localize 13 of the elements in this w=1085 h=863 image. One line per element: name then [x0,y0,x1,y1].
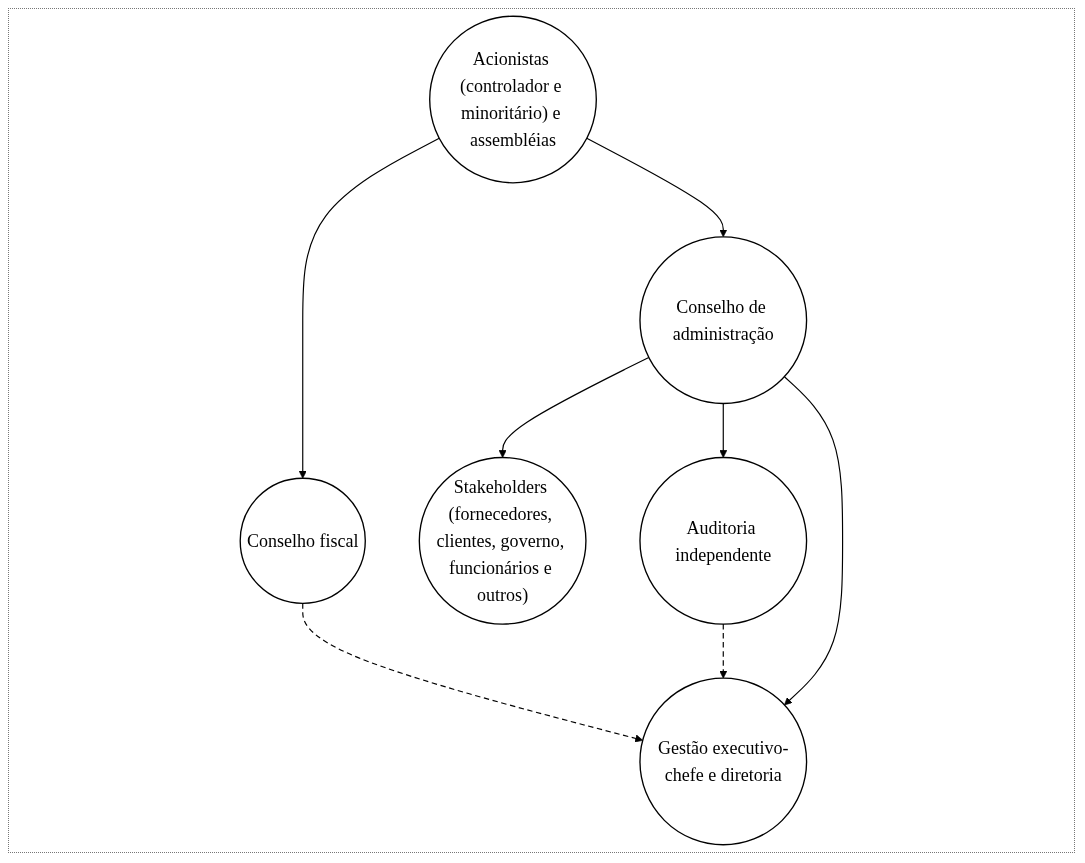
arrow [302,602,644,743]
arrow [298,137,440,479]
arrow [719,402,728,458]
arrow [586,137,728,238]
arrow [498,356,650,458]
node-circle: Stakeholders (fornecedores, clientes, governo, funcionários e outros) [418,456,587,625]
node-circle: Conselho fiscal [239,477,367,605]
node-circle: Auditoria independente [639,456,808,625]
arrow [783,376,844,706]
node-circle: Conselho de administração [639,236,808,405]
node-circle: Gestão executivo-chefe e diretoria [639,677,808,846]
arrow [719,623,728,679]
node-circle: Acionistas (controlador e minoritário) e assembléias [429,15,598,184]
